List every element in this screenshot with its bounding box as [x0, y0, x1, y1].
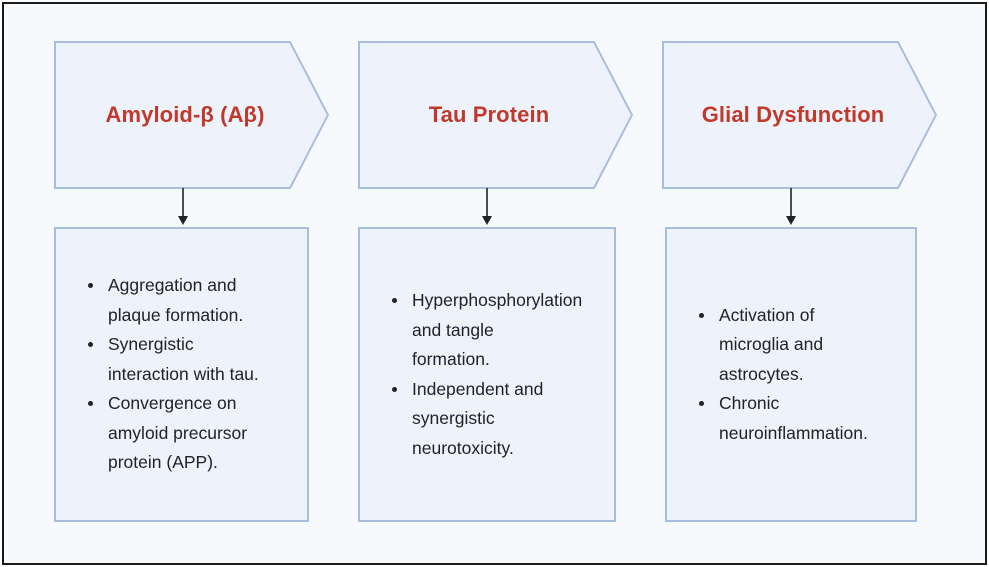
line: Convergence on: [108, 393, 237, 414]
bullet-list: Activation of microglia and astrocytes. …: [667, 301, 868, 449]
arrow-shape-icon: [662, 41, 938, 189]
line: neuroinflammation.: [719, 422, 868, 443]
line: protein (APP).: [108, 452, 218, 473]
list-item: Convergence on amyloid precursor protein…: [88, 389, 259, 478]
category-title: Amyloid-β (Aβ): [105, 102, 265, 127]
arrow-shape-icon: [54, 41, 330, 189]
category-arrow-tau: Tau Protein: [358, 41, 634, 189]
category-arrow-glial: Glial Dysfunction: [662, 41, 938, 189]
list-item: Chronic neuroinflammation.: [699, 389, 868, 448]
list-item: Independent and synergistic neurotoxicit…: [391, 375, 582, 464]
line: astrocytes.: [719, 363, 804, 384]
line: plaque formation.: [108, 304, 244, 325]
line: Chronic: [719, 393, 780, 414]
down-arrow-icon: [786, 188, 796, 225]
line: Independent and: [412, 378, 544, 399]
line: interaction with tau.: [108, 363, 259, 384]
category-arrow-amyloid: Amyloid-β (Aβ): [54, 41, 330, 189]
down-arrow-icon: [482, 188, 492, 225]
line: synergistic: [412, 408, 495, 428]
bullet-list: Hyperphosphorylation and tangle formatio…: [360, 286, 582, 463]
line: neurotoxicity.: [412, 437, 514, 458]
line: formation.: [412, 349, 490, 369]
line: Activation of: [719, 304, 815, 325]
arrow-shape-icon: [358, 41, 634, 189]
line: amyloid precursor: [108, 422, 248, 443]
detail-box-glial: Activation of microglia and astrocytes. …: [665, 227, 917, 522]
line: Aggregation and: [108, 275, 237, 296]
category-title: Tau Protein: [428, 102, 550, 127]
list-item: Activation of microglia and astrocytes.: [699, 301, 868, 390]
line: microglia and: [719, 334, 824, 355]
line: Synergistic: [108, 334, 194, 355]
list-item: Aggregation and plaque formation.: [88, 271, 259, 330]
list-item: Synergistic interaction with tau.: [88, 330, 259, 389]
detail-box-amyloid: Aggregation and plaque formation. Synerg…: [54, 227, 309, 522]
category-title: Glial Dysfunction: [701, 102, 885, 127]
bullet-list: Aggregation and plaque formation. Synerg…: [56, 271, 259, 478]
detail-box-tau: Hyperphosphorylation and tangle formatio…: [358, 227, 616, 522]
line: Hyperphosphorylation: [412, 290, 583, 310]
list-item: Hyperphosphorylation and tangle formatio…: [391, 286, 583, 375]
down-arrow-icon: [178, 188, 188, 225]
line: and tangle: [412, 319, 494, 340]
